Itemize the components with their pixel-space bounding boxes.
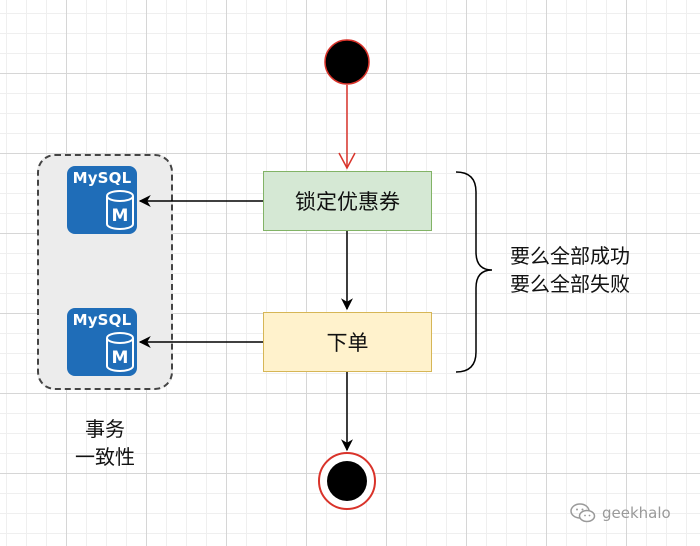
wechat-icon <box>570 503 596 523</box>
end-node <box>327 461 367 501</box>
place-order-node: 下单 <box>263 312 432 372</box>
mysql-badge: M <box>112 348 129 368</box>
mysql-label: MySQL <box>72 311 132 329</box>
mysql-icon: MySQL M <box>67 308 137 376</box>
curly-brace <box>455 171 493 373</box>
mysql-badge: M <box>112 206 129 226</box>
mysql-label: MySQL <box>72 169 132 187</box>
lock-coupon-label: 锁定优惠券 <box>295 190 400 214</box>
place-order-label: 下单 <box>326 331 369 355</box>
watermark-text: geekhalo <box>602 504 671 522</box>
caption-line: 事务 <box>85 417 125 441</box>
database-cylinder-icon: M <box>106 332 134 372</box>
start-arrow-head <box>338 152 356 170</box>
start-node <box>324 39 370 85</box>
lock-coupon-node: 锁定优惠券 <box>263 171 432 231</box>
database-cylinder-icon: M <box>106 190 134 230</box>
atomicity-note: 要么全部成功 要么全部失败 <box>510 242 680 298</box>
note-line: 要么全部成功 <box>510 244 630 268</box>
caption-line: 一致性 <box>75 445 135 469</box>
mysql-icon: MySQL M <box>67 166 137 234</box>
watermark: geekhalo <box>570 503 671 523</box>
note-line: 要么全部失败 <box>510 272 630 296</box>
transaction-caption: 事务 一致性 <box>50 415 160 471</box>
